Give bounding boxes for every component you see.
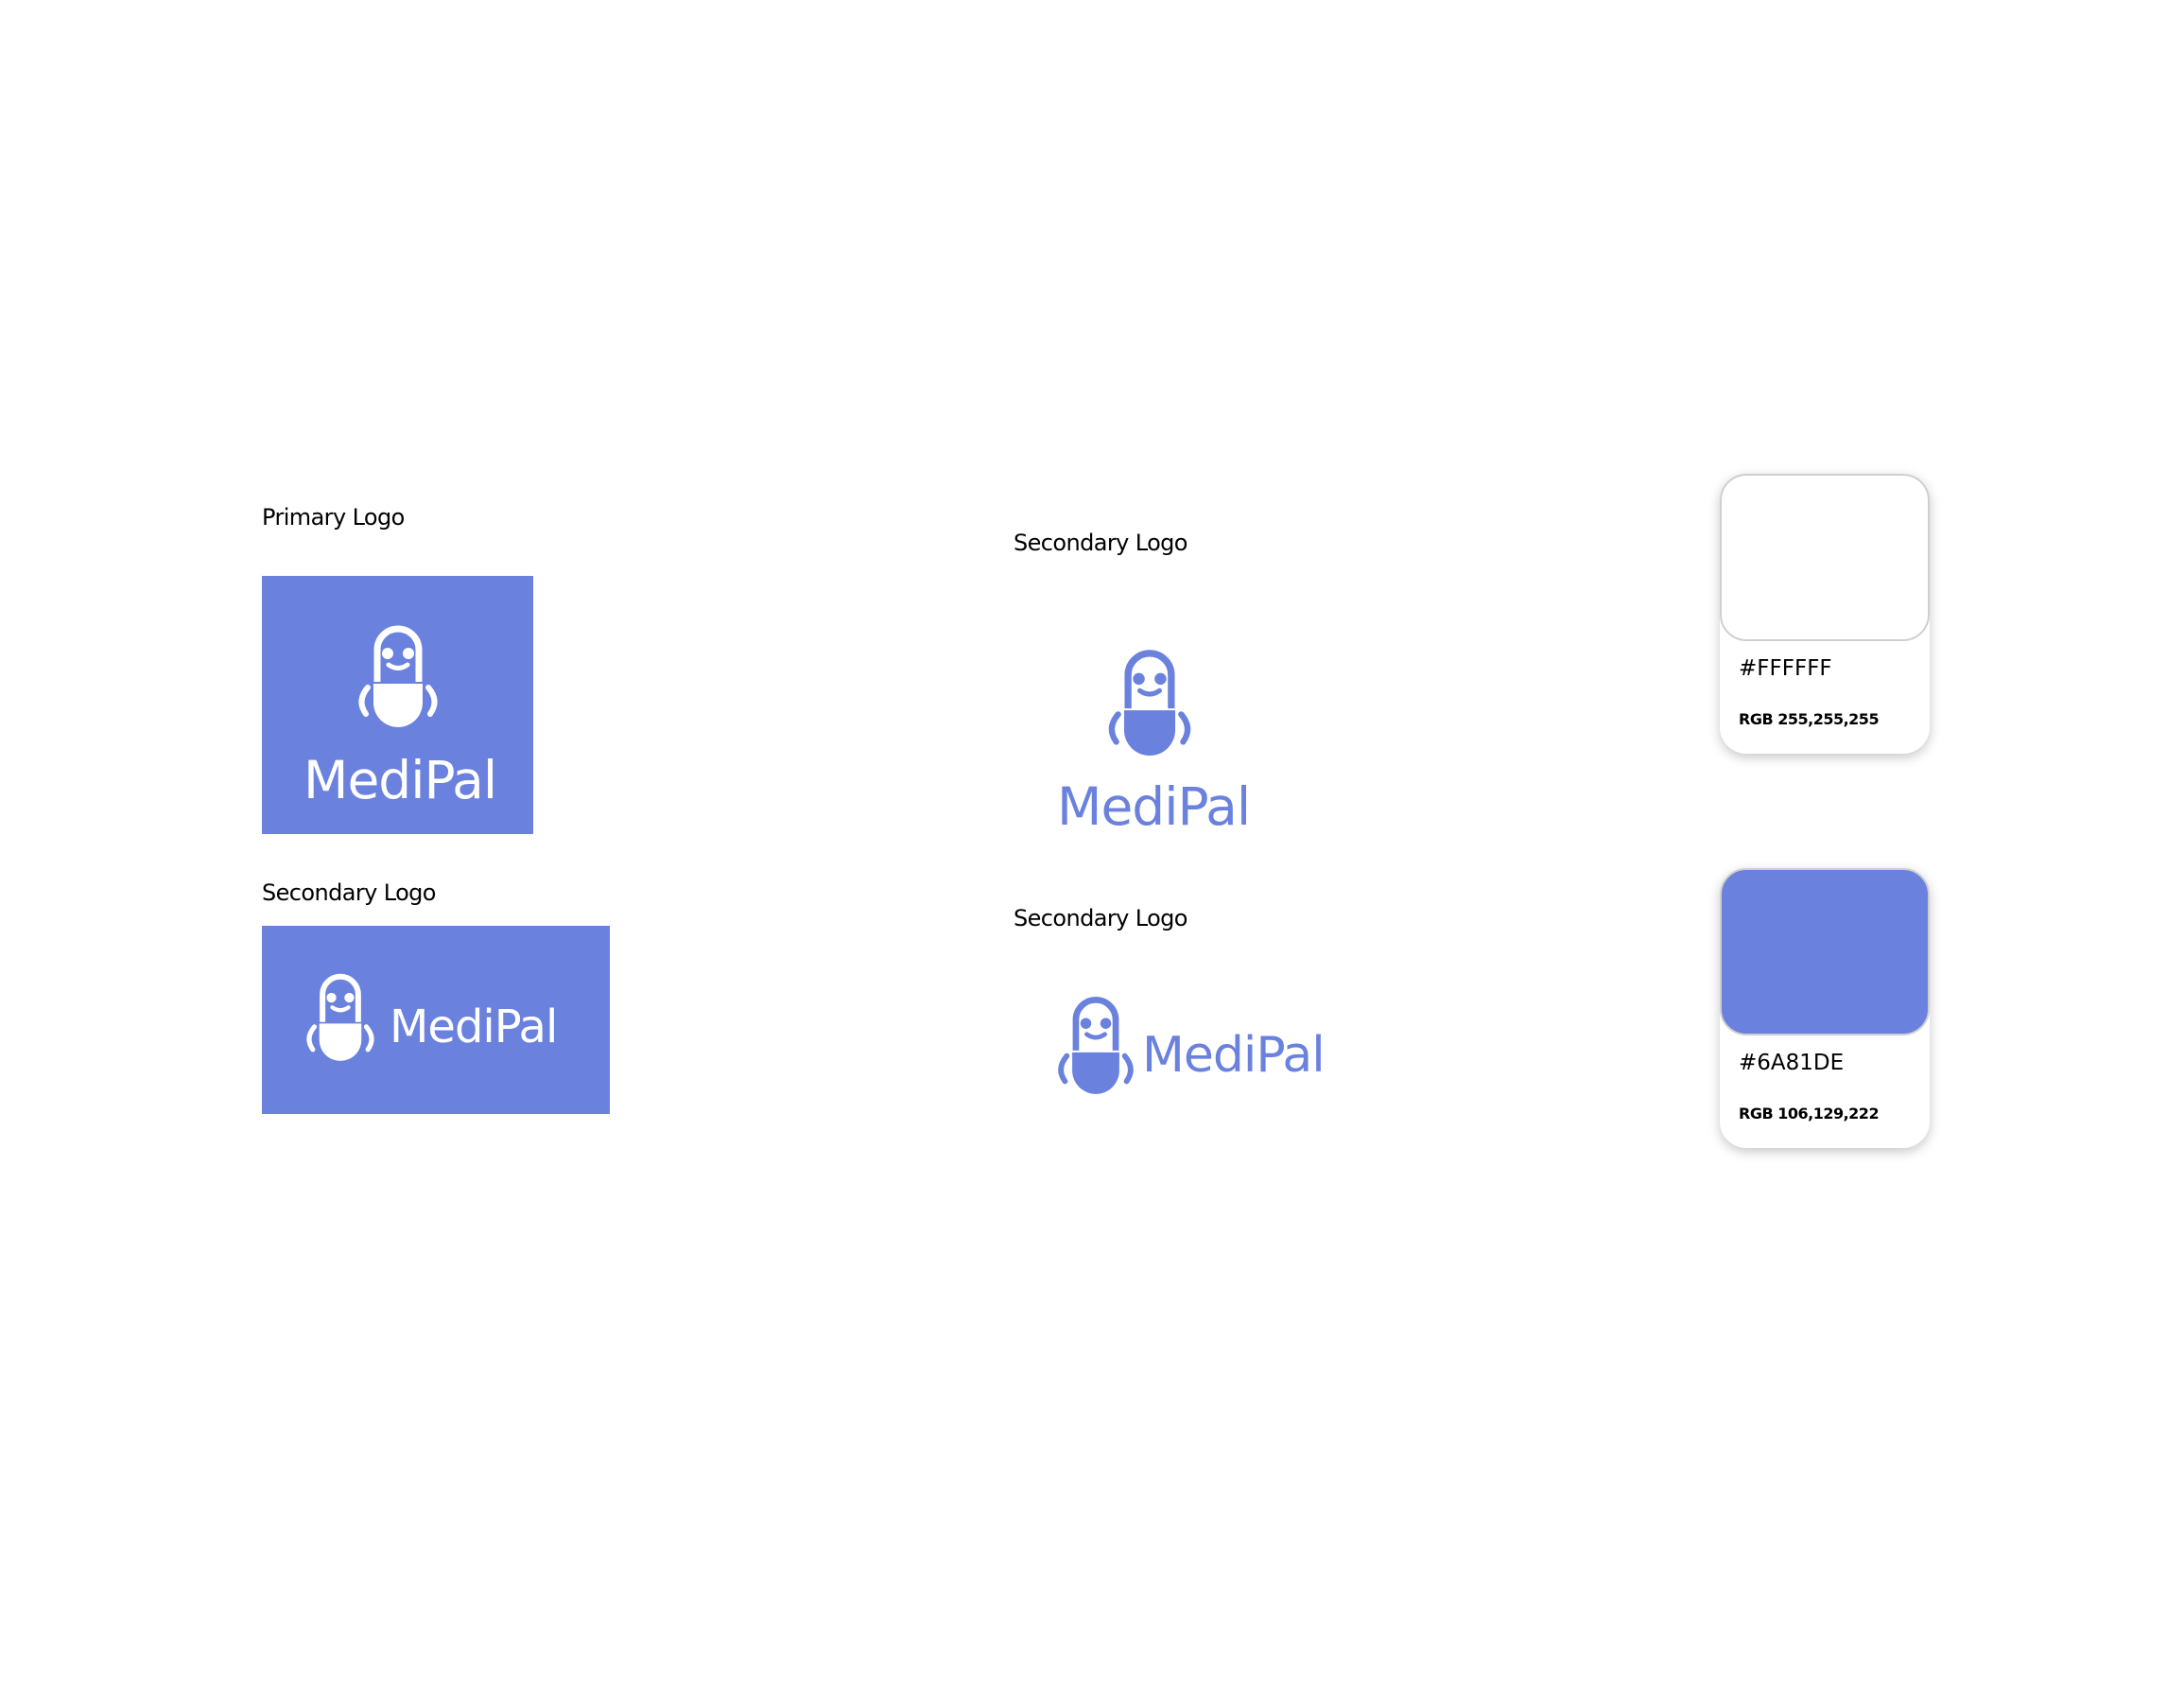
color-card-primary: #6A81DE RGB 106,129,222 [1720,868,1930,1148]
pill-mascot-icon [1108,650,1191,756]
secondary-logo-label-stacked: Secondary Logo [1014,530,1187,556]
color-rgb-primary: RGB 106,129,222 [1739,1105,1880,1122]
pill-mascot-icon [1058,996,1134,1094]
color-swatch-white [1720,474,1930,641]
color-hex-primary: #6A81DE [1739,1051,1845,1075]
secondary-logo-label-left: Secondary Logo [262,879,436,906]
horizontal-logo-wordmark: MediPal [1142,1027,1326,1084]
primary-logo-block: MediPal [262,576,533,834]
color-hex-white: #FFFFFF [1739,656,1832,681]
primary-logo-label: Primary Logo [262,504,405,531]
secondary-logo-block: MediPal [262,926,610,1114]
color-rgb-white: RGB 255,255,255 [1739,710,1880,728]
color-swatch-primary [1720,868,1930,1035]
pill-mascot-icon [306,973,374,1061]
color-card-white: #FFFFFF RGB 255,255,255 [1720,474,1930,754]
primary-logo-wordmark: MediPal [303,750,497,810]
stacked-logo-wordmark: MediPal [1057,776,1251,837]
secondary-logo-label-horizontal: Secondary Logo [1014,905,1187,931]
pill-mascot-icon [358,625,438,727]
secondary-logo-wordmark: MediPal [390,1001,558,1053]
